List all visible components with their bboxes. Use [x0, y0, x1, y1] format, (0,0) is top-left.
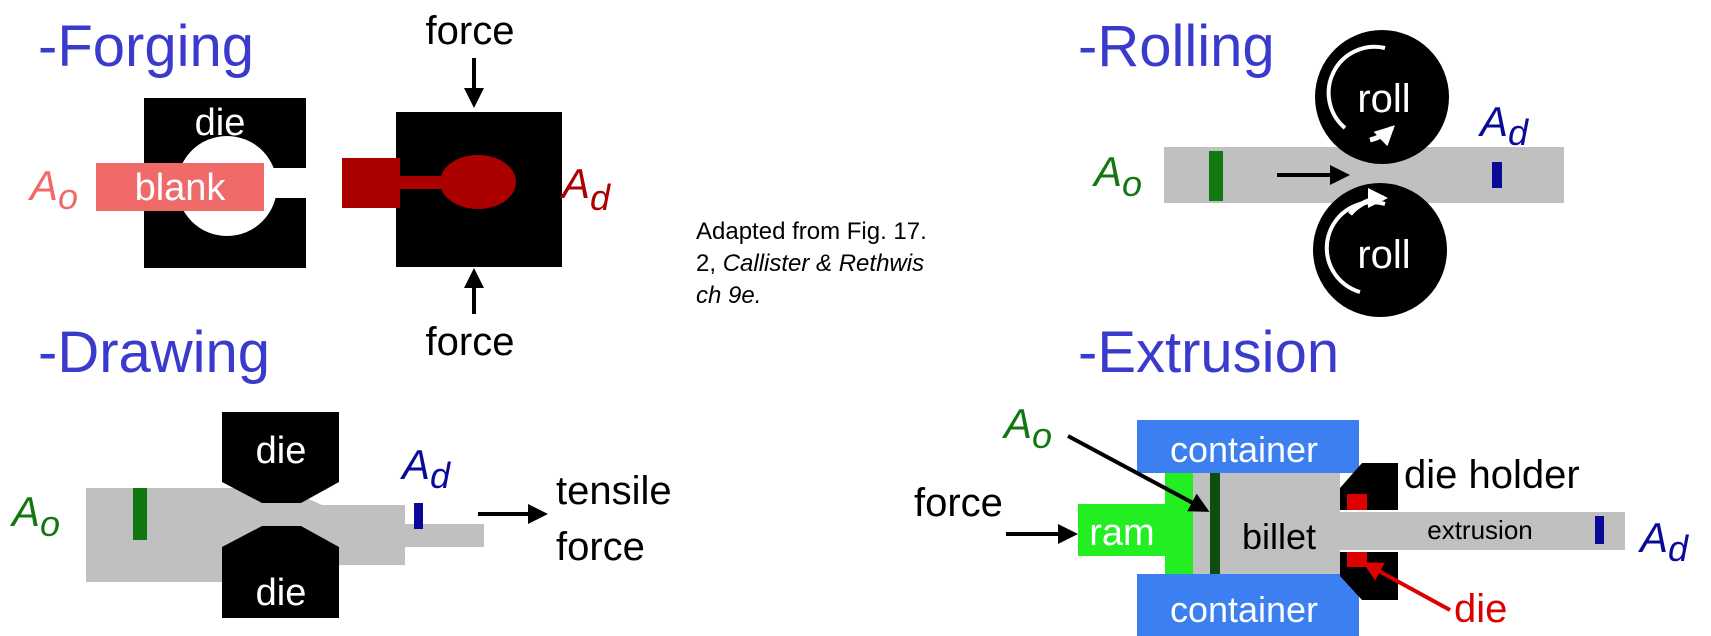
- forging-die-label: die: [195, 102, 246, 144]
- rolling-roll-bottom-label: roll: [1357, 233, 1410, 277]
- extrusion-ad-label: Ad: [1637, 514, 1689, 569]
- forging-ao-label: Ao: [27, 162, 78, 217]
- forging-title: -Forging: [38, 14, 254, 79]
- drawing-ao-label: Ao: [9, 488, 60, 544]
- extrusion-die-holder-label: die holder: [1404, 453, 1580, 497]
- extrusion-force-label: force: [914, 481, 1003, 525]
- extrusion-section: -Extrusion extrusion container container…: [914, 320, 1689, 636]
- drawing-die-bottom: [222, 526, 339, 618]
- extrusion-ao-label: Ao: [1001, 400, 1052, 456]
- drawing-tensile-label-2: force: [556, 525, 645, 569]
- caption-line-2: 2, Callister & Rethwis: [696, 250, 925, 277]
- extrusion-product-label: extrusion: [1427, 515, 1533, 545]
- drawing-die-bottom-label: die: [256, 572, 307, 614]
- extrusion-die-pointer: [1362, 562, 1451, 612]
- drawing-section: -Drawing die die tensile force Ao Ad: [9, 320, 672, 618]
- rolling-roll-top-label: roll: [1357, 77, 1410, 121]
- extrusion-die-top: [1347, 494, 1367, 510]
- extrusion-product: [1340, 512, 1625, 550]
- drawing-tensile-label-1: tensile: [556, 469, 672, 513]
- extrusion-container-bottom: [1137, 574, 1359, 636]
- rolling-ad-marker: [1492, 162, 1502, 188]
- extrusion-ram-label: ram: [1089, 512, 1154, 554]
- forging-open-die: die blank Ao: [27, 98, 310, 268]
- extrusion-container-bottom-label: container: [1170, 589, 1318, 630]
- caption-line-3: ch 9e.: [696, 282, 762, 309]
- drawing-title: -Drawing: [38, 320, 270, 385]
- rolling-roll-top-rotation-icon: [1326, 44, 1386, 130]
- drawing-die-top-label: die: [256, 430, 307, 472]
- rolling-ad-label: Ad: [1477, 98, 1529, 153]
- forging-ad-label: Ad: [559, 160, 611, 218]
- extrusion-die-bottom: [1347, 552, 1367, 567]
- forging-closed-die: Ad: [342, 112, 611, 267]
- forging-blank-label: blank: [135, 167, 227, 209]
- rolling-section: -Rolling roll roll Ao Ad: [1078, 14, 1564, 317]
- extrusion-ao-pointer: [1067, 434, 1210, 512]
- extrusion-ad-marker: [1595, 516, 1604, 544]
- rolling-ao-marker: [1209, 151, 1223, 201]
- drawing-ad-label: Ad: [399, 441, 451, 496]
- rolling-roll-top: [1315, 30, 1449, 164]
- extrusion-ram: [1078, 504, 1170, 556]
- caption-line-1: Adapted from Fig. 17.: [696, 218, 927, 245]
- drawing-ad-marker: [414, 503, 423, 529]
- drawing-die-top: [222, 412, 339, 503]
- rolling-ao-label: Ao: [1091, 148, 1142, 204]
- drawing-ao-marker: [133, 488, 147, 540]
- figure-caption: Adapted from Fig. 17. 2, Callister & Ret…: [696, 216, 1026, 312]
- forging-force-bottom-label: force: [426, 320, 515, 364]
- extrusion-die-label: die: [1454, 587, 1507, 631]
- forging-section: -Forging die blank Ao Ad force force: [27, 9, 611, 364]
- extrusion-title: -Extrusion: [1078, 320, 1339, 385]
- forging-force-top-label: force: [426, 9, 515, 53]
- extrusion-billet-label: billet: [1242, 516, 1316, 557]
- rolling-title: -Rolling: [1078, 14, 1275, 79]
- extrusion-container-top-label: container: [1170, 429, 1318, 470]
- extrusion-ao-marker: [1210, 473, 1220, 574]
- forging-blank: [96, 163, 264, 211]
- extrusion-container-top: [1137, 420, 1359, 473]
